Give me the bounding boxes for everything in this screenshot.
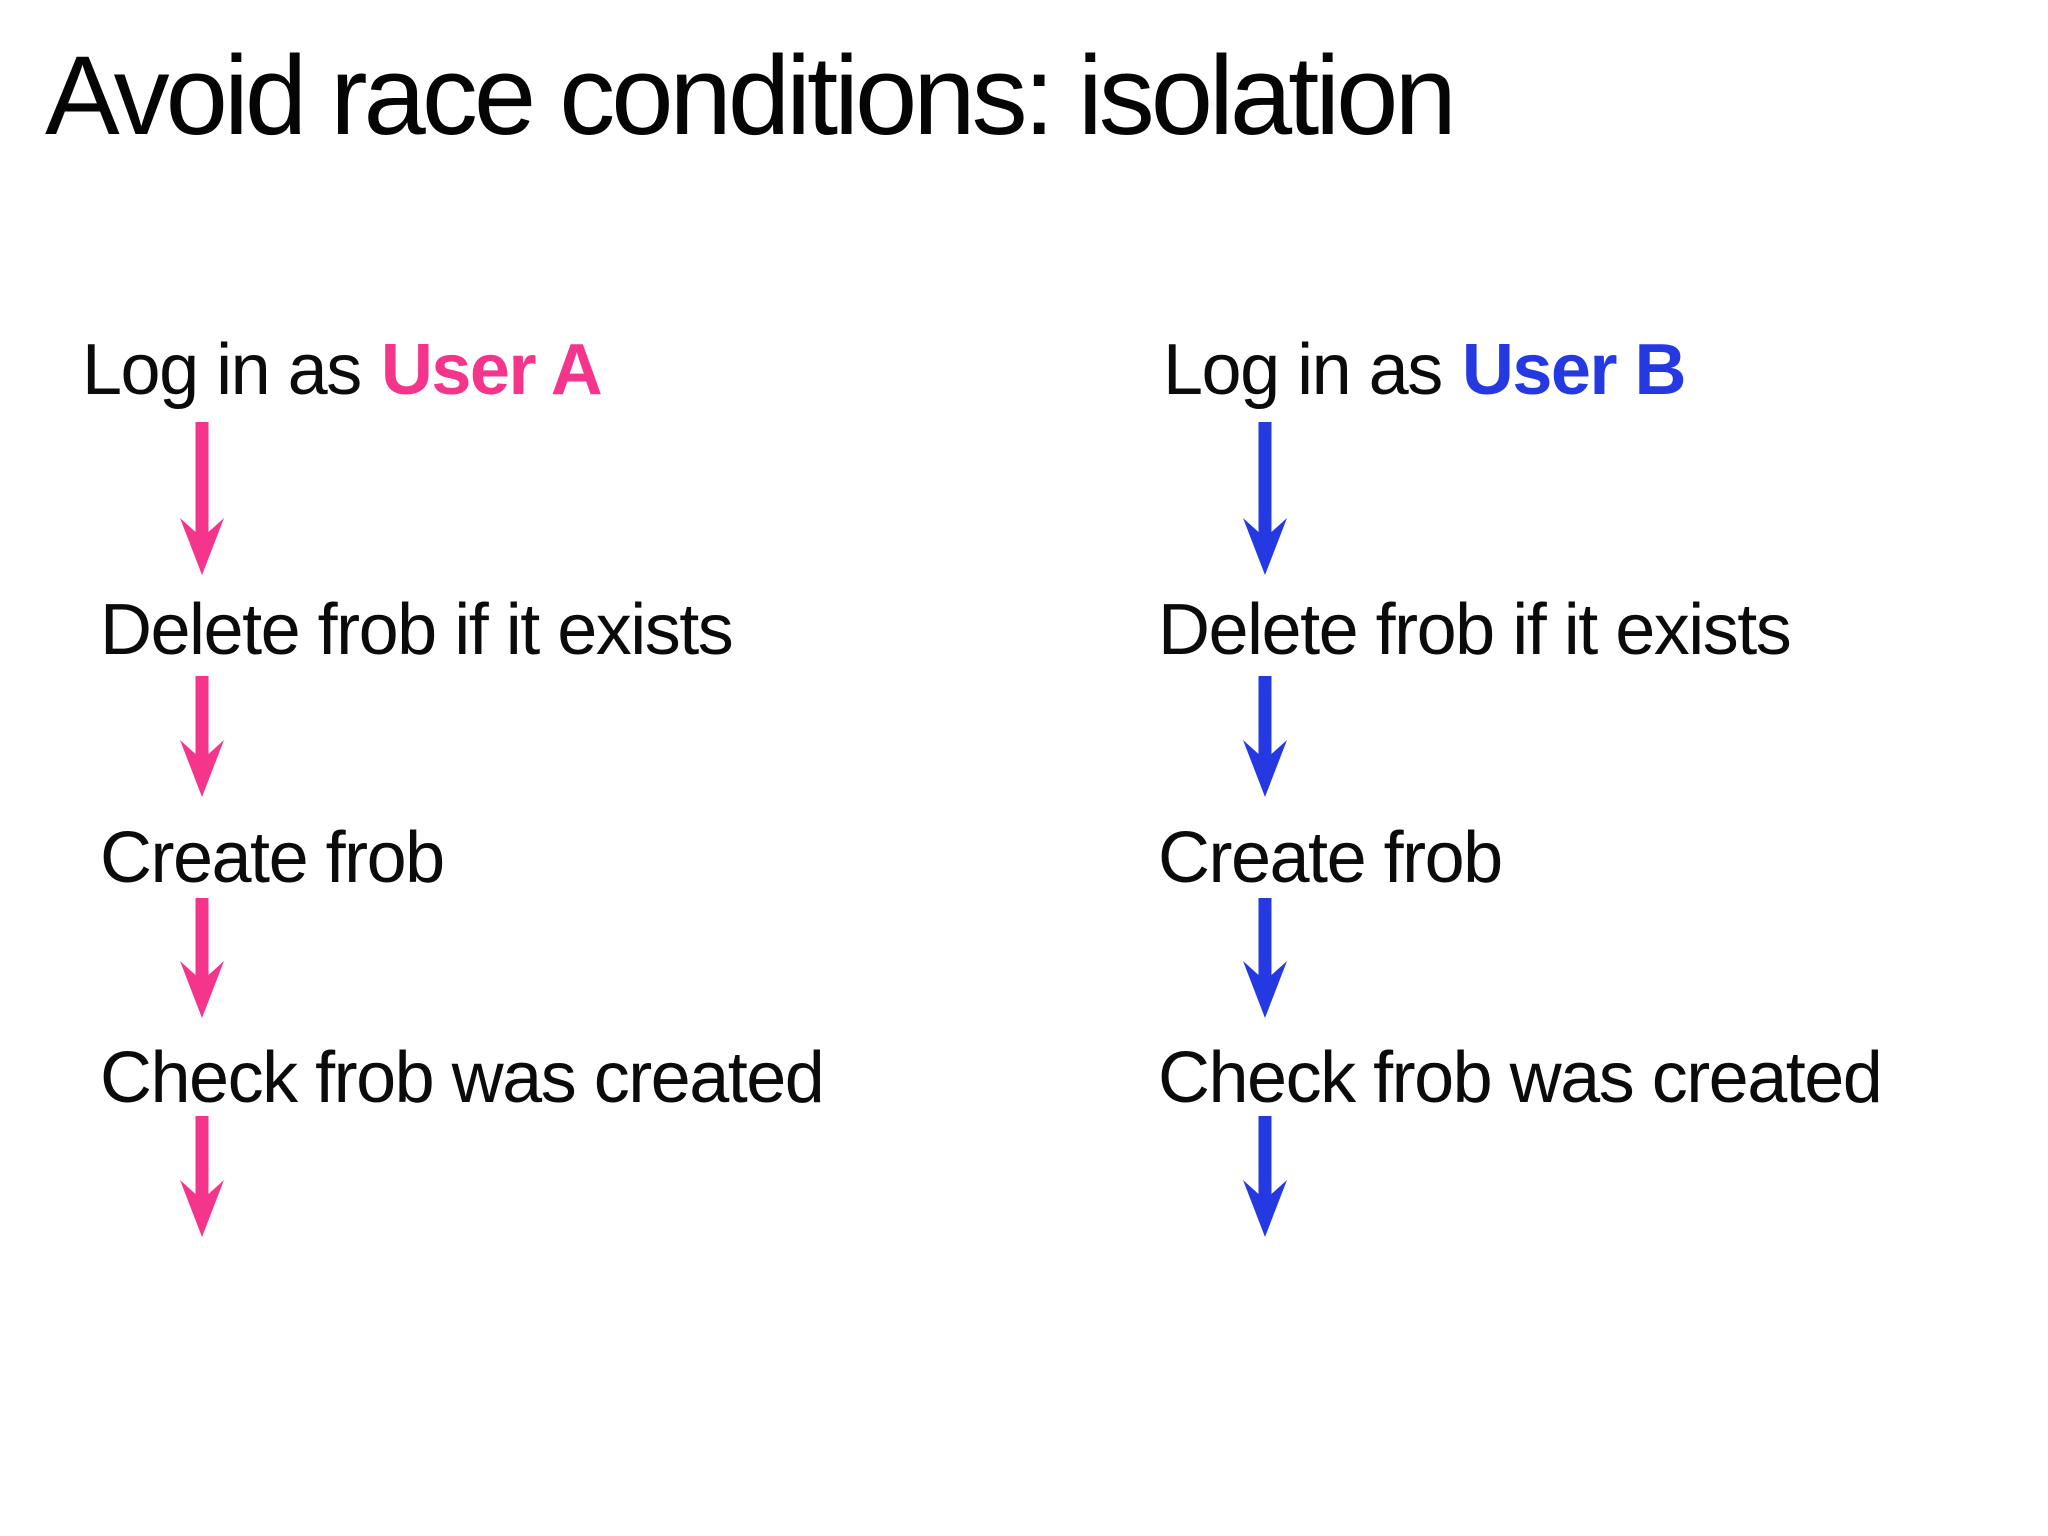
arrow-down-icon <box>1243 676 1287 797</box>
arrow-down-icon <box>180 898 224 1018</box>
arrow-down-icon <box>180 676 224 797</box>
page-title: Avoid race conditions: isolation <box>45 33 1457 158</box>
arrow-down-icon <box>180 1116 224 1237</box>
login-step-label: Log in as <box>1163 330 1443 410</box>
step-label-create-frob: Create frob <box>1158 818 1503 898</box>
step-label-delete-frob: Delete frob if it exists <box>1158 590 1792 670</box>
arrow-down-icon <box>1243 898 1287 1018</box>
arrow-down-icon <box>1243 1116 1287 1237</box>
arrow-down-icon <box>1243 422 1287 575</box>
step-label-check-frob: Check frob was created <box>1158 1038 1883 1118</box>
user-a-name: User A <box>380 330 603 410</box>
step-label-create-frob: Create frob <box>100 818 445 898</box>
step-label-check-frob: Check frob was created <box>100 1038 825 1118</box>
arrow-down-icon <box>180 422 224 575</box>
login-step-label: Log in as <box>82 330 362 410</box>
user-b-name: User B <box>1461 330 1687 410</box>
step-label-delete-frob: Delete frob if it exists <box>100 590 734 670</box>
